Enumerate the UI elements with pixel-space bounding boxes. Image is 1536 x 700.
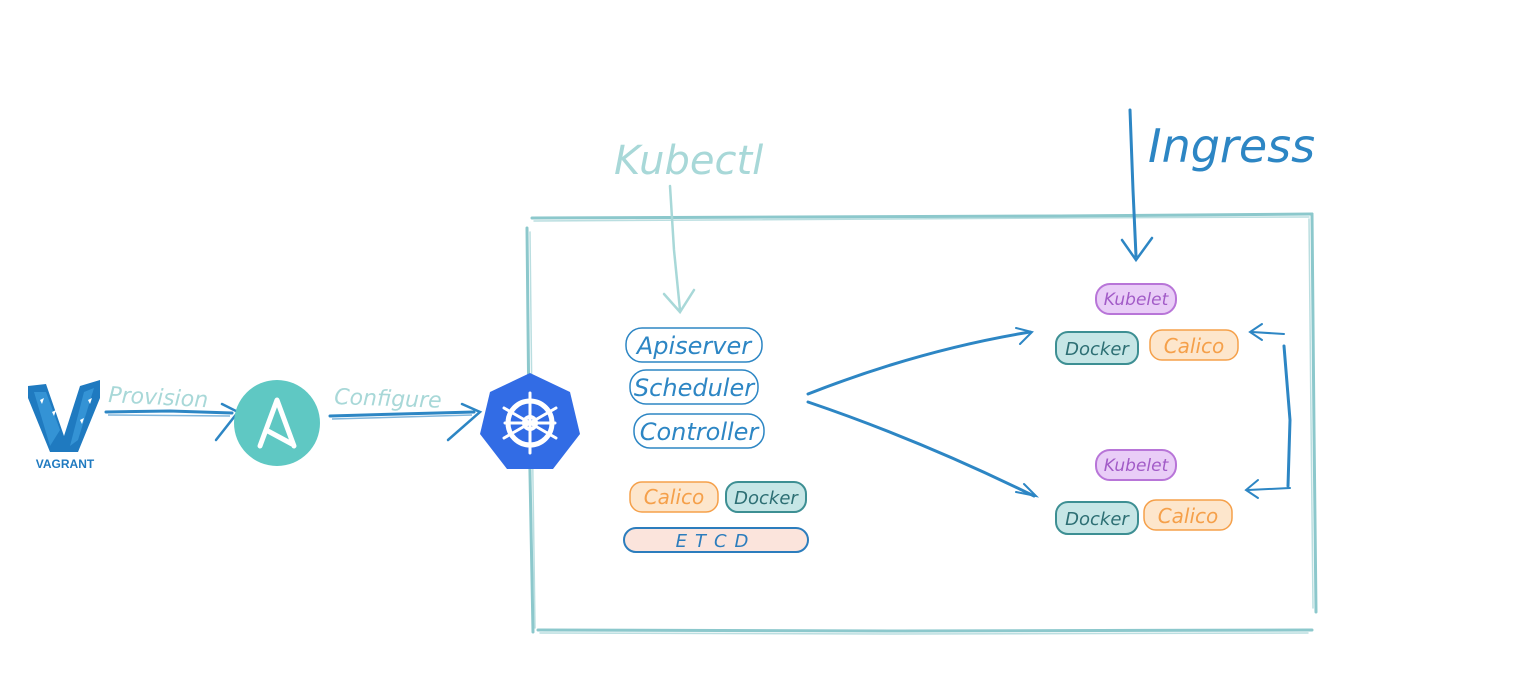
etcd-label: ETCD	[676, 531, 757, 552]
worker-bottom-docker-label: Docker	[1065, 509, 1130, 530]
master-calico-label: Calico	[644, 485, 705, 509]
apiserver-box: Apiserver	[625, 327, 763, 363]
worker-top-docker-label: Docker	[1065, 339, 1130, 360]
provision-label: Provision	[108, 383, 209, 413]
configure-arrow: Configure	[328, 385, 483, 442]
calico-connection-bracket	[1244, 323, 1292, 499]
master-docker-label: Docker	[734, 488, 799, 509]
kubectl-group: Kubectl	[614, 138, 763, 315]
ingress-group: Ingress	[1120, 108, 1315, 263]
worker-bottom-calico-label: Calico	[1158, 504, 1219, 528]
worker-top-docker-badge: Docker	[1055, 331, 1139, 365]
master-calico-badge: Calico	[629, 481, 719, 513]
worker-top-calico-badge: Calico	[1149, 329, 1239, 361]
worker-bottom-kubelet-label: Kubelet	[1104, 456, 1170, 476]
vagrant-logo: VAGRANT	[28, 380, 100, 471]
worker-bottom: Kubelet Docker Calico	[1055, 449, 1233, 535]
cluster-boundary	[525, 212, 1318, 635]
apiserver-label: Apiserver	[635, 332, 753, 360]
worker-top-kubelet-label: Kubelet	[1104, 290, 1170, 310]
worker-bottom-docker-badge: Docker	[1055, 501, 1139, 535]
provision-arrow: Provision	[104, 383, 240, 442]
worker-bottom-calico-badge: Calico	[1143, 499, 1233, 531]
ingress-label: Ingress	[1148, 119, 1315, 173]
etcd-badge: ETCD	[623, 527, 809, 553]
controller-label: Controller	[640, 418, 761, 446]
controller-box: Controller	[633, 413, 765, 449]
vagrant-label: VAGRANT	[36, 457, 95, 471]
ansible-logo	[234, 380, 320, 466]
scheduler-label: Scheduler	[634, 374, 756, 402]
scheduler-box: Scheduler	[629, 369, 759, 405]
kubectl-label: Kubectl	[614, 138, 763, 184]
kubernetes-logo	[480, 373, 580, 469]
worker-top-kubelet-badge: Kubelet	[1095, 283, 1177, 315]
worker-top: Kubelet Docker Calico	[1055, 283, 1239, 365]
master-docker-badge: Docker	[725, 481, 807, 513]
configure-label: Configure	[334, 385, 442, 414]
worker-top-calico-label: Calico	[1164, 334, 1225, 358]
worker-bottom-kubelet-badge: Kubelet	[1095, 449, 1177, 481]
master-node: Apiserver Scheduler Controller Calico Do…	[623, 327, 809, 553]
master-to-worker-arrows	[806, 327, 1040, 498]
